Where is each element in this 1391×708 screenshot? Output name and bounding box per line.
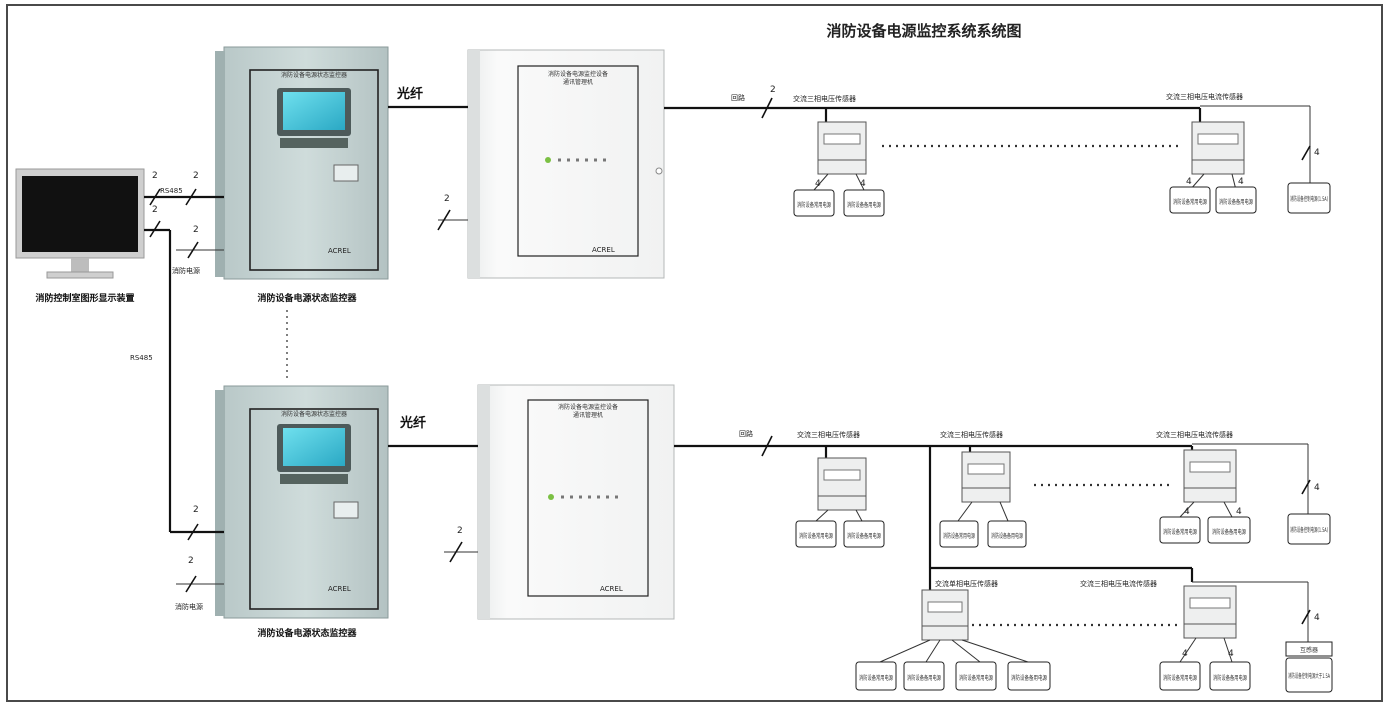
sensor-2b-label: 交流三相电压传感器 (940, 430, 1003, 439)
cabinet-1-caption: 消防设备电源状态监控器 (257, 292, 357, 304)
wire-count-rs485-a: 2 (152, 171, 158, 181)
equip-1d-label: 消防设备备用电源 (1219, 198, 1253, 206)
comm-box-1-brand: ACREL (592, 246, 615, 254)
diagram-title: 消防设备电源监控系统系统图 (826, 22, 1021, 40)
equip-2f-label: 消防设备备用电源 (1212, 528, 1246, 536)
wire-count-rs485-2: 2 (193, 505, 199, 515)
equip-2n-label: 消防设备控制电源大于1.5A (1288, 672, 1331, 680)
sensor-2d-label: 交流单相电压传感器 (935, 579, 998, 588)
equipment-2 (795, 513, 1333, 693)
equip-1c-label: 消防设备常用电源 (1173, 198, 1207, 206)
monitor (15, 168, 145, 279)
bus-1-wire-count: 2 (770, 85, 776, 95)
equip-2b-label: 消防设备备用电源 (847, 532, 881, 540)
wc-2c: 4 (1184, 507, 1190, 517)
monitor-label: 消防控制室图形显示装置 (35, 292, 134, 304)
fiber-label-1: 光纤 (396, 86, 423, 102)
equip-2c-label: 消防设备常用电源 (943, 532, 975, 540)
rs485-label-top: RS485 (160, 187, 183, 195)
rs485-label-middle: RS485 (130, 354, 153, 362)
comm-box-2-line1: 消防设备电源监控设备 (558, 403, 618, 411)
box-2-wire-count: 2 (457, 526, 463, 536)
comm-box-2-line2: 通讯管理机 (573, 411, 603, 419)
wc-1c: 4 (1186, 177, 1192, 187)
sensor-2b (961, 451, 1011, 503)
equip-2l-label: 消防设备常用电源 (1163, 674, 1197, 682)
equip-2h-label: 消防设备常用电源 (859, 674, 893, 682)
equip-2d-label: 消防设备备用电源 (991, 532, 1023, 540)
comm-box-1-line2: 通讯管理机 (563, 78, 593, 86)
fiber-links (388, 105, 478, 563)
monitor-cabinet-2 (215, 385, 389, 619)
cabinet-2-top-label: 消防设备电源状态监控器 (281, 410, 347, 418)
wire-count-rs485-b: 2 (193, 171, 199, 181)
sensor-1a (817, 121, 867, 175)
wire-count-power-2: 2 (188, 556, 194, 566)
sensor-2c-label: 交流三相电压电流传感器 (1156, 430, 1233, 439)
sensor-2a-label: 交流三相电压传感器 (797, 430, 860, 439)
comm-manager-box-2 (477, 384, 675, 620)
bus-1-loop-label: 回路 (731, 93, 745, 102)
diagram-frame (6, 4, 1383, 702)
equip-2i-label: 消防设备备用电源 (907, 674, 941, 682)
equip-1e-label: 消防设备控制电源(1.5A) (1290, 195, 1328, 203)
equip-2k-label: 消防设备备用电源 (1011, 674, 1047, 682)
wc-2d: 4 (1236, 507, 1242, 517)
sensor-2a (817, 457, 867, 511)
sensor-2c (1183, 449, 1237, 503)
comm-box-2-brand: ACREL (600, 585, 623, 593)
bus-1-load-wire-count: 4 (1314, 148, 1320, 158)
equip-1a-label: 消防设备常用电源 (797, 201, 831, 209)
bus-2 (674, 435, 1311, 642)
bus-2-load-wire-count-a: 4 (1314, 483, 1320, 493)
wc-1d: 4 (1238, 177, 1244, 187)
equip-2g-label: 消防设备控制电源(1.5A) (1290, 526, 1328, 534)
wc-2f: 4 (1228, 649, 1234, 659)
equipment-1 (793, 182, 1331, 217)
wc-1a: 4 (815, 179, 821, 189)
cabinet-2-brand: ACREL (328, 585, 351, 593)
sensor-2e-label: 交流三相电压电流传感器 (1080, 579, 1157, 588)
equip-2m-label: 消防设备备用电源 (1213, 674, 1247, 682)
sensor-2e (1183, 585, 1237, 639)
equip-1b-label: 消防设备备用电源 (847, 201, 881, 209)
bus-2-loop-label: 回路 (739, 429, 753, 438)
sensor-1b (1191, 121, 1245, 175)
box-1-wire-count: 2 (444, 194, 450, 204)
sensor-1b-label: 交流三相电压电流传感器 (1166, 92, 1243, 101)
fire-power-label-2: 消防电源 (175, 602, 203, 611)
cabinet-2-caption: 消防设备电源状态监控器 (257, 627, 357, 639)
comm-manager-box-1 (467, 49, 665, 279)
wc-2e: 4 (1182, 649, 1188, 659)
wire-count-power-1: 2 (193, 225, 199, 235)
left-wiring (144, 188, 224, 593)
fiber-label-2: 光纤 (399, 415, 426, 431)
equip-2j-label: 消防设备常用电源 (959, 674, 993, 682)
equip-2e-label: 消防设备常用电源 (1163, 528, 1197, 536)
sensor-2d (921, 589, 969, 641)
fire-power-label-1: 消防电源 (172, 266, 200, 275)
monitor-cabinet-1 (215, 46, 389, 280)
cabinet-1-brand: ACREL (328, 247, 351, 255)
bus-2-load-wire-count-b: 4 (1314, 613, 1320, 623)
wc-1b: 4 (860, 179, 866, 189)
cabinet-1-top-label: 消防设备电源状态监控器 (281, 71, 347, 79)
bus-1 (664, 97, 1311, 183)
equip-2a-label: 消防设备常用电源 (799, 532, 833, 540)
sensor-1a-label: 交流三相电压传感器 (793, 94, 856, 103)
comm-box-1-line1: 消防设备电源监控设备 (548, 70, 608, 78)
transformer-label: 互感器 (1300, 646, 1318, 654)
sensor-2-equipment-links (815, 501, 1233, 663)
wire-count-left-c: 2 (152, 205, 158, 215)
